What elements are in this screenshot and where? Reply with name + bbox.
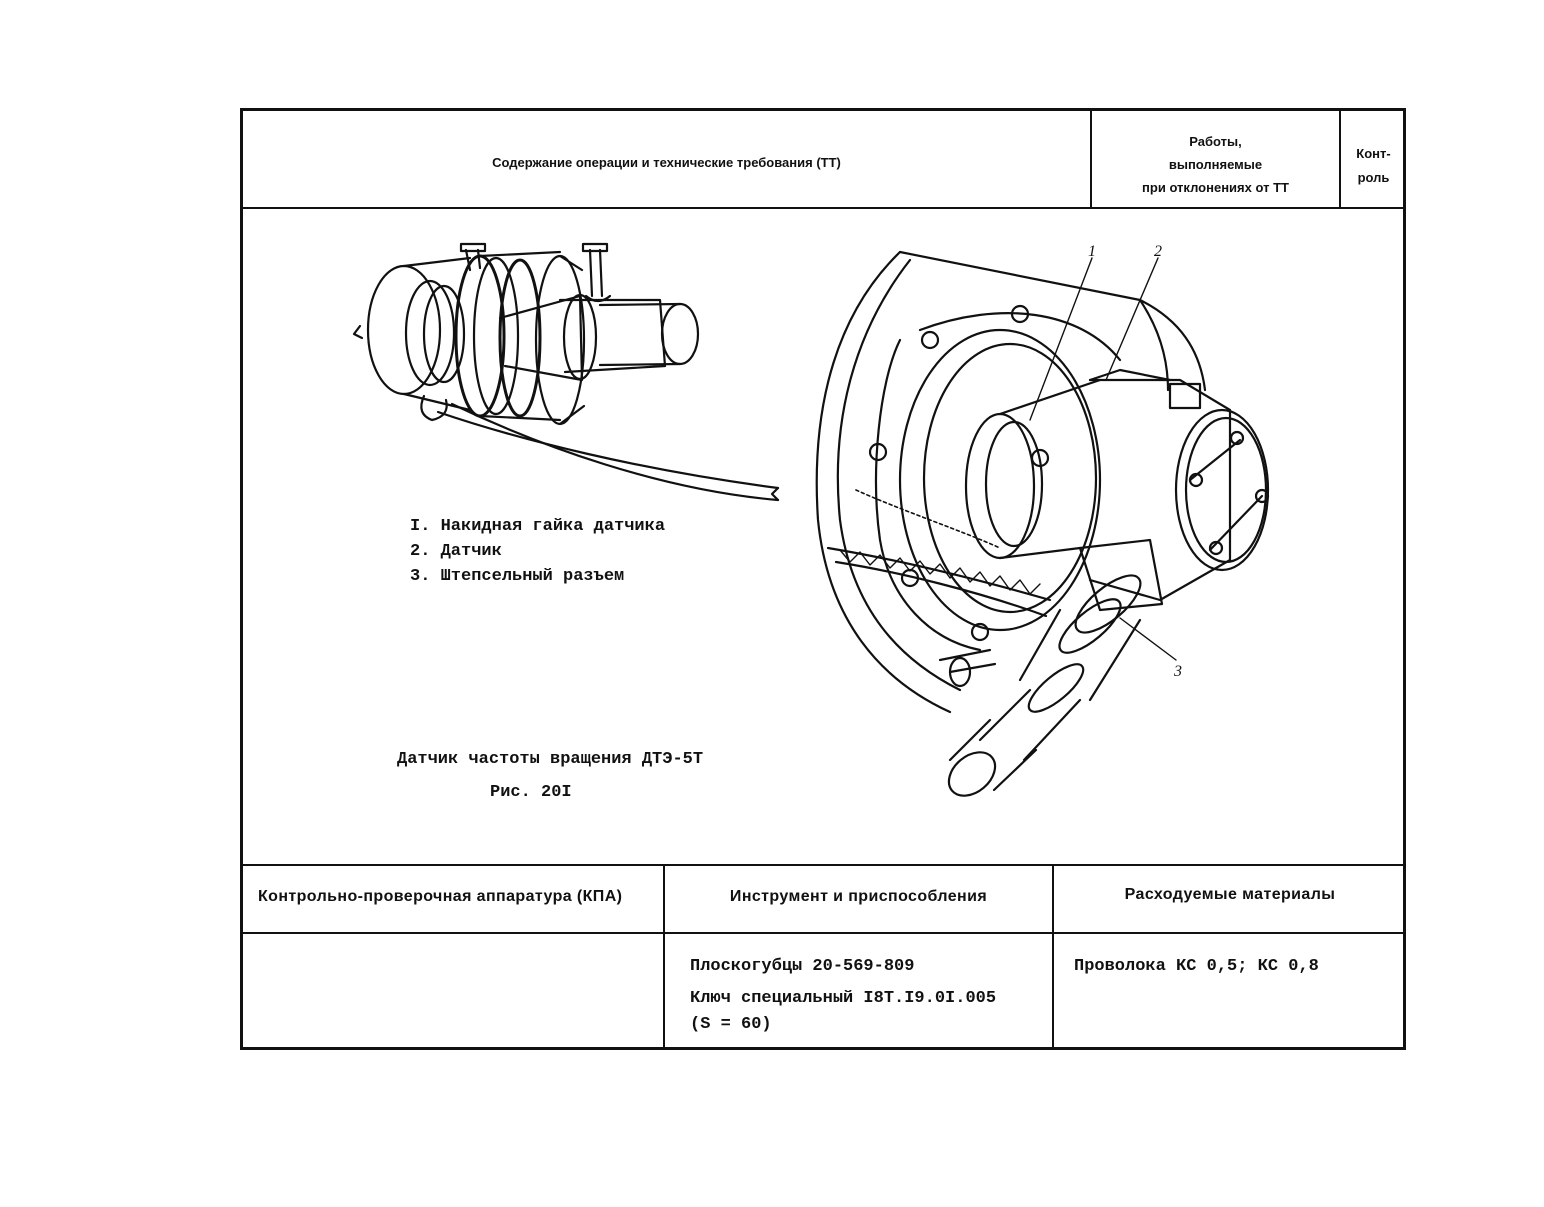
legend-item-2: 2. Датчик	[410, 542, 502, 561]
tool-item-2: Ключ специальный I8Т.I9.0I.005	[690, 989, 997, 1008]
tools-header: Инструмент и приспособления	[729, 888, 988, 905]
control-line-1: Конт-	[1356, 146, 1391, 161]
tool-item-1: Плоскогубцы 20-569-809	[690, 957, 915, 976]
callout-3: 3	[1173, 663, 1182, 680]
callout-1: 1	[1088, 243, 1096, 260]
header-col-divider-2	[1339, 108, 1341, 208]
callout-2: 2	[1154, 243, 1162, 260]
figure-caption: Датчик частоты вращения ДТЭ-5Т	[397, 750, 704, 769]
operation-title: Содержание операции и технические требов…	[492, 155, 841, 170]
footer-divider-mid	[240, 932, 1406, 934]
control-header: Конт- роль	[1341, 142, 1406, 190]
deviation-line-1: Работы,	[1189, 134, 1242, 149]
sensor-installed-view	[815, 250, 1270, 797]
legend-item-3: 3. Штепсельный разъем	[410, 567, 625, 586]
kpa-header: Контрольно-проверочная аппаратура (КПА)	[258, 888, 623, 905]
figure-number: Рис. 20I	[490, 783, 572, 802]
header-divider	[240, 207, 1406, 209]
deviation-header: Работы, выполняемые при отклонениях от Т…	[1092, 130, 1339, 199]
figure-legend: I. Накидная гайка датчика 2. Датчик 3. Ш…	[410, 514, 665, 589]
control-line-2: роль	[1357, 170, 1390, 185]
footer-divider-top	[240, 864, 1406, 866]
sensor-side-view	[352, 242, 780, 502]
materials-header: Расходуемые материалы	[1124, 886, 1336, 903]
legend-item-1: I. Накидная гайка датчика	[410, 517, 666, 536]
deviation-line-3: при отклонениях от ТТ	[1142, 180, 1289, 195]
footer-col-divider-1	[663, 864, 665, 1050]
document-frame	[240, 108, 1406, 1050]
tool-item-2-size: (S = 60)	[690, 1015, 772, 1034]
material-item-1: Проволока КС 0,5; КС 0,8	[1074, 957, 1319, 976]
header-col-divider-1	[1090, 108, 1092, 208]
footer-col-divider-2	[1052, 864, 1054, 1050]
deviation-line-2: выполняемые	[1168, 157, 1263, 172]
